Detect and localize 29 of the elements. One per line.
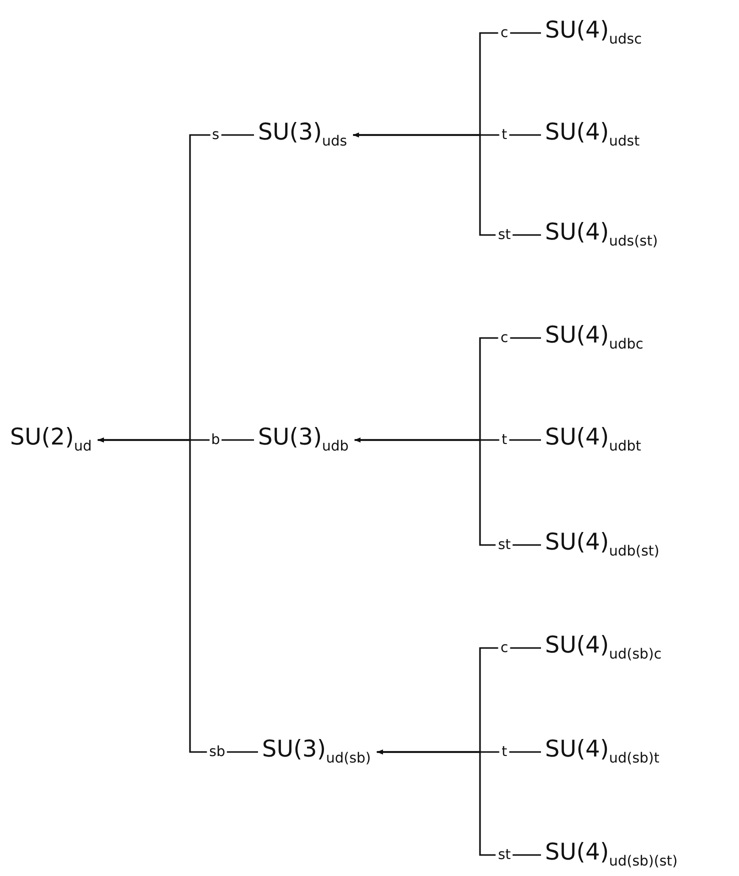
branch-connector xyxy=(98,438,258,753)
edge-label: st xyxy=(496,228,513,242)
branch-connector xyxy=(376,750,541,856)
group-label: SU(4)$_{uds(st)}$ xyxy=(545,220,658,246)
edge-label: s xyxy=(210,128,222,142)
group-label: SU(4)$_{udb(st)}$ xyxy=(545,530,660,556)
edge-label: st xyxy=(496,848,513,862)
group-label: SU(4)$_{udsc}$ xyxy=(545,18,642,44)
group-label: SU(4)$_{udbc}$ xyxy=(545,322,644,349)
group-label: SU(4)$_{ud(sb)c}$ xyxy=(545,632,662,659)
group-label: SU(2)$_{ud}$ xyxy=(10,424,92,451)
group-label: SU(3)$_{udb}$ xyxy=(258,424,349,451)
edge-label: st xyxy=(496,538,513,552)
edge-label: c xyxy=(498,331,510,345)
edge-label: sb xyxy=(207,745,228,759)
edge-label: t xyxy=(500,128,510,142)
group-label: SU(4)$_{udst}$ xyxy=(545,120,640,146)
edge-label: t xyxy=(500,433,510,447)
group-label: SU(4)$_{ud(sb)(st)}$ xyxy=(545,840,678,866)
branch-connector xyxy=(354,438,541,546)
edge-label: t xyxy=(500,745,510,759)
edge-label: b xyxy=(209,433,222,447)
group-label: SU(4)$_{ud(sb)t}$ xyxy=(545,736,660,763)
branch-connector xyxy=(353,132,541,236)
edge-label: c xyxy=(498,26,510,40)
edge-label: c xyxy=(498,641,510,655)
group-label: SU(4)$_{udbt}$ xyxy=(545,424,642,451)
group-label: SU(3)$_{ud(sb)}$ xyxy=(262,736,371,763)
group-label: SU(3)$_{uds}$ xyxy=(258,120,348,146)
